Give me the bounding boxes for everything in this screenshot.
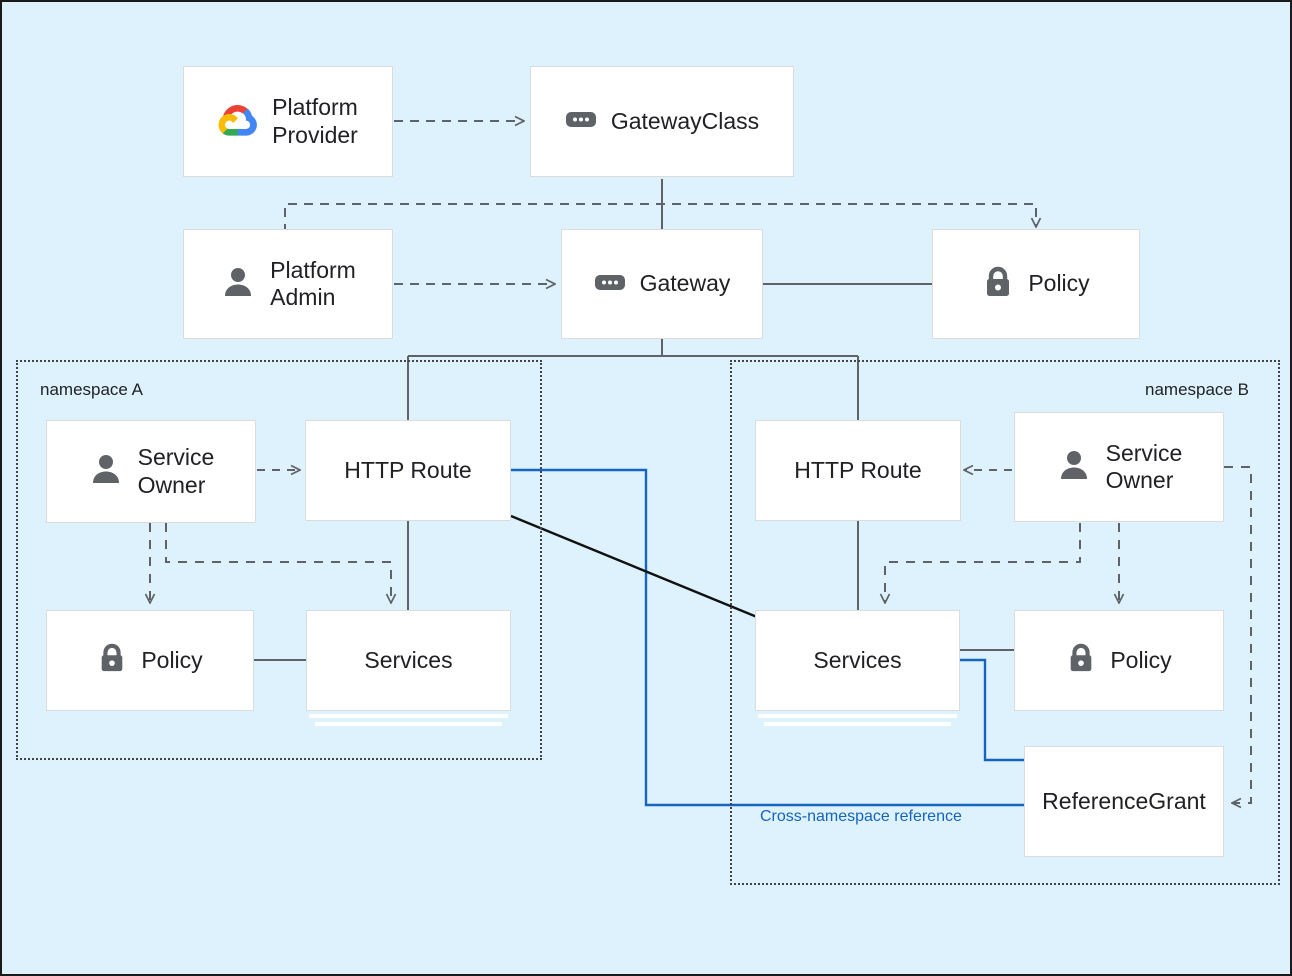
- lock-icon: [1066, 642, 1096, 679]
- edge-route-a-to-services-b-diagonal: [510, 514, 758, 619]
- node-service-owner-a[interactable]: Service Owner: [46, 420, 256, 523]
- edge-gatewayclass-bus: [284, 203, 1036, 233]
- node-label: Services: [813, 646, 902, 673]
- google-cloud-logo-icon: [218, 99, 258, 144]
- node-reference-grant[interactable]: ReferenceGrant: [1024, 746, 1224, 857]
- lock-icon: [982, 265, 1014, 304]
- node-label: Platform Provider: [272, 94, 358, 148]
- node-http-route-a[interactable]: HTTP Route: [305, 420, 511, 521]
- node-label: Policy: [1110, 646, 1172, 673]
- namespace-a-label: namespace A: [40, 380, 144, 399]
- node-label: Service Owner: [137, 444, 215, 498]
- services-a-stack-decoration: [306, 714, 511, 730]
- person-icon: [1056, 447, 1092, 488]
- node-service-owner-b[interactable]: Service Owner: [1014, 412, 1224, 522]
- namespace-b-box: [730, 360, 1280, 885]
- node-gatewayclass[interactable]: GatewayClass: [530, 66, 794, 177]
- namespace-b-label: namespace B: [1145, 380, 1249, 399]
- services-b-stack-decoration: [755, 714, 960, 730]
- resource-chip-icon: [565, 108, 597, 135]
- node-label: GatewayClass: [610, 107, 760, 134]
- node-policy-a[interactable]: Policy: [46, 610, 254, 711]
- namespace-a-box: [16, 360, 542, 760]
- node-policy-top[interactable]: Policy: [932, 229, 1140, 339]
- node-policy-b[interactable]: Policy: [1014, 610, 1224, 711]
- lock-icon: [97, 642, 127, 679]
- person-icon: [88, 451, 124, 492]
- node-label: ReferenceGrant: [1042, 787, 1206, 814]
- node-label: Platform Admin: [270, 256, 356, 310]
- node-label: HTTP Route: [344, 456, 472, 483]
- edge-owner-a-to-services-a: [165, 523, 391, 602]
- cross-namespace-reference-label: Cross-namespace reference: [760, 808, 962, 825]
- node-platform-provider[interactable]: Platform Provider: [183, 66, 393, 177]
- node-services-a[interactable]: Services: [306, 610, 511, 711]
- node-label: Gateway: [639, 270, 731, 297]
- node-label: Services: [364, 646, 453, 673]
- node-label: HTTP Route: [794, 456, 922, 483]
- edge-owner-b-to-services-b: [885, 523, 1081, 602]
- resource-chip-icon: [594, 271, 626, 298]
- node-services-b[interactable]: Services: [755, 610, 960, 711]
- node-platform-admin[interactable]: Platform Admin: [183, 229, 393, 339]
- edge-services-b-to-reference-grant: [960, 658, 1024, 762]
- node-label: Service Owner: [1105, 439, 1183, 493]
- edge-route-a-cross-namespace: [511, 468, 1024, 807]
- node-gateway[interactable]: Gateway: [561, 229, 763, 339]
- node-label: Policy: [1028, 270, 1090, 297]
- node-label: Policy: [141, 646, 203, 673]
- node-http-route-b[interactable]: HTTP Route: [755, 420, 961, 521]
- edge-gateway-to-routes: [407, 335, 859, 420]
- person-icon: [220, 264, 256, 305]
- edge-owner-b-to-reference-grant: [1224, 466, 1252, 803]
